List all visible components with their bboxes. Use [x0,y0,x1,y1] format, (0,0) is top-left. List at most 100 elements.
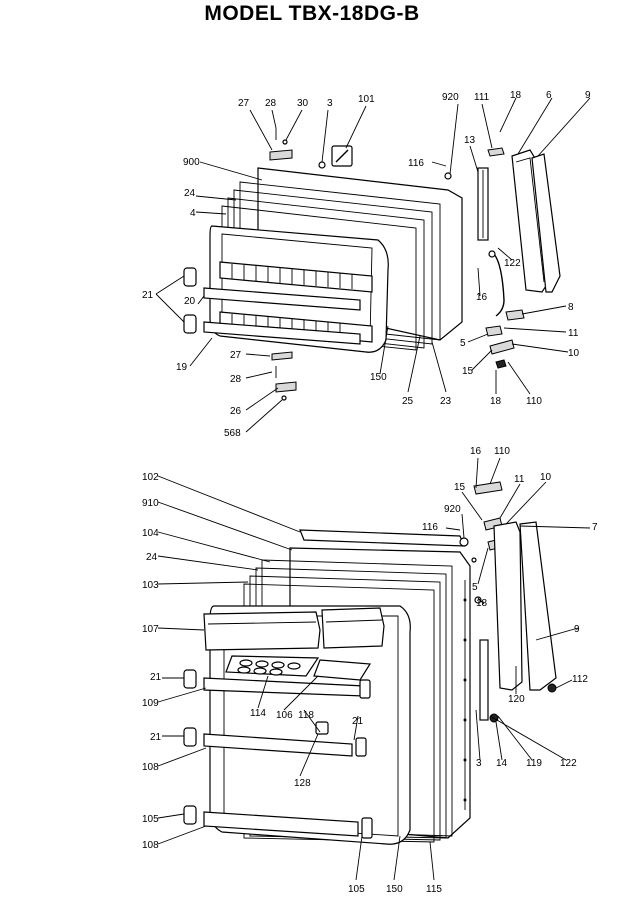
callout-4: 4 [190,208,196,219]
callout-9: 9 [585,90,591,101]
callout-920: 920 [442,92,459,103]
callout-3: 3 [327,98,333,109]
callout-24b: 24 [146,552,158,563]
callout-102: 102 [142,472,159,483]
callout-116b: 116 [422,522,438,533]
callout-13: 13 [464,135,476,146]
callout-107: 107 [142,624,159,635]
trim-9b [519,521,557,691]
callout-112: 112 [572,674,588,685]
callout-25: 25 [402,396,414,407]
fresh-food-door-assembly [183,481,557,845]
callout-122b: 122 [560,758,577,769]
trim-9 [531,153,561,293]
end-cap-upper [183,267,197,287]
callout-900: 900 [183,157,200,168]
callout-15: 15 [462,366,474,377]
dairy-door-107b [321,607,385,649]
callout-23: 23 [440,396,452,407]
callout-24: 24 [184,188,196,199]
callout-150b: 150 [386,884,403,895]
callout-128: 128 [294,778,311,789]
callout-6: 6 [546,90,552,101]
callout-111: 111 [474,92,490,103]
part-112 [547,683,557,693]
callout-28: 28 [265,98,277,109]
callout-14: 14 [496,758,508,769]
callout-104: 104 [142,528,159,539]
callout-105a: 105 [142,814,159,825]
trim-7 [493,521,523,691]
end-cap-21-a [183,669,197,689]
part-5 [485,325,503,337]
fresh-bar-2 [203,733,353,757]
callout-21c: 21 [150,732,162,743]
callout-16: 16 [476,292,488,303]
callout-18c: 18 [476,598,488,609]
callout-21a: 21 [150,672,162,683]
callout-120: 120 [508,694,525,705]
callout-910: 910 [142,498,159,509]
callout-30: 30 [297,98,309,109]
callout-28b: 28 [230,374,242,385]
callout-109: 109 [142,698,159,709]
callout-20: 20 [184,296,196,307]
callout-5: 5 [460,338,466,349]
callout-103: 103 [142,580,159,591]
freezer-door-assembly [183,128,561,401]
callout-19: 19 [176,362,188,373]
callout-11b: 11 [514,474,525,485]
top-leader-lines [155,97,591,433]
hinge-110 [473,481,503,495]
callout-115: 115 [426,884,442,895]
part-920 [459,537,469,547]
callout-101: 101 [358,94,375,105]
hinge-bar-122 [479,639,489,721]
callout-119: 119 [526,758,542,769]
hinge-10 [489,339,515,355]
strip-102 [299,529,465,547]
callout-27b: 27 [230,350,242,361]
callout-110b: 110 [494,446,510,457]
callout-15b: 15 [454,482,466,493]
callout-10: 10 [568,348,580,359]
callout-5b: 5 [472,582,478,593]
callout-116: 116 [408,158,424,169]
callout-11: 11 [568,328,579,339]
callout-8: 8 [568,302,574,313]
callout-110: 110 [526,396,542,407]
tray-106 [313,659,372,681]
end-cap-lower [183,314,197,334]
callout-27: 27 [238,98,250,109]
callout-108a: 108 [142,762,159,773]
hinge-top [269,149,293,161]
model-title: MODEL TBX-18DG-B [204,2,420,25]
bottom-callout-labels: 16 110 102 15 11 10 910 920 116 7 104 24… [142,446,598,895]
callout-16b: 16 [470,446,482,457]
callout-26: 26 [230,406,242,417]
callout-21: 21 [142,290,154,301]
callout-106: 106 [276,710,293,721]
callout-3b: 3 [476,758,482,769]
callout-568: 568 [224,428,241,439]
callout-18b: 18 [490,396,502,407]
hinge-111 [487,147,505,157]
fresh-bar-3 [203,811,359,837]
callout-9b: 9 [574,624,580,635]
top-callout-labels: 27 28 30 3 101 920 111 18 6 9 900 13 116… [142,90,591,439]
callout-122: 122 [504,258,521,269]
dairy-door-107 [203,611,321,651]
callout-108b: 108 [142,840,159,851]
callout-18: 18 [510,90,522,101]
freezer-bar-lower [203,321,361,345]
callout-150: 150 [370,372,387,383]
part-18b [495,359,507,369]
callout-118: 118 [298,710,314,721]
freezer-bar-upper [203,287,361,311]
callout-105b: 105 [348,884,365,895]
part-118 [315,721,329,735]
callout-114: 114 [250,708,266,719]
callout-920b: 920 [444,504,461,515]
